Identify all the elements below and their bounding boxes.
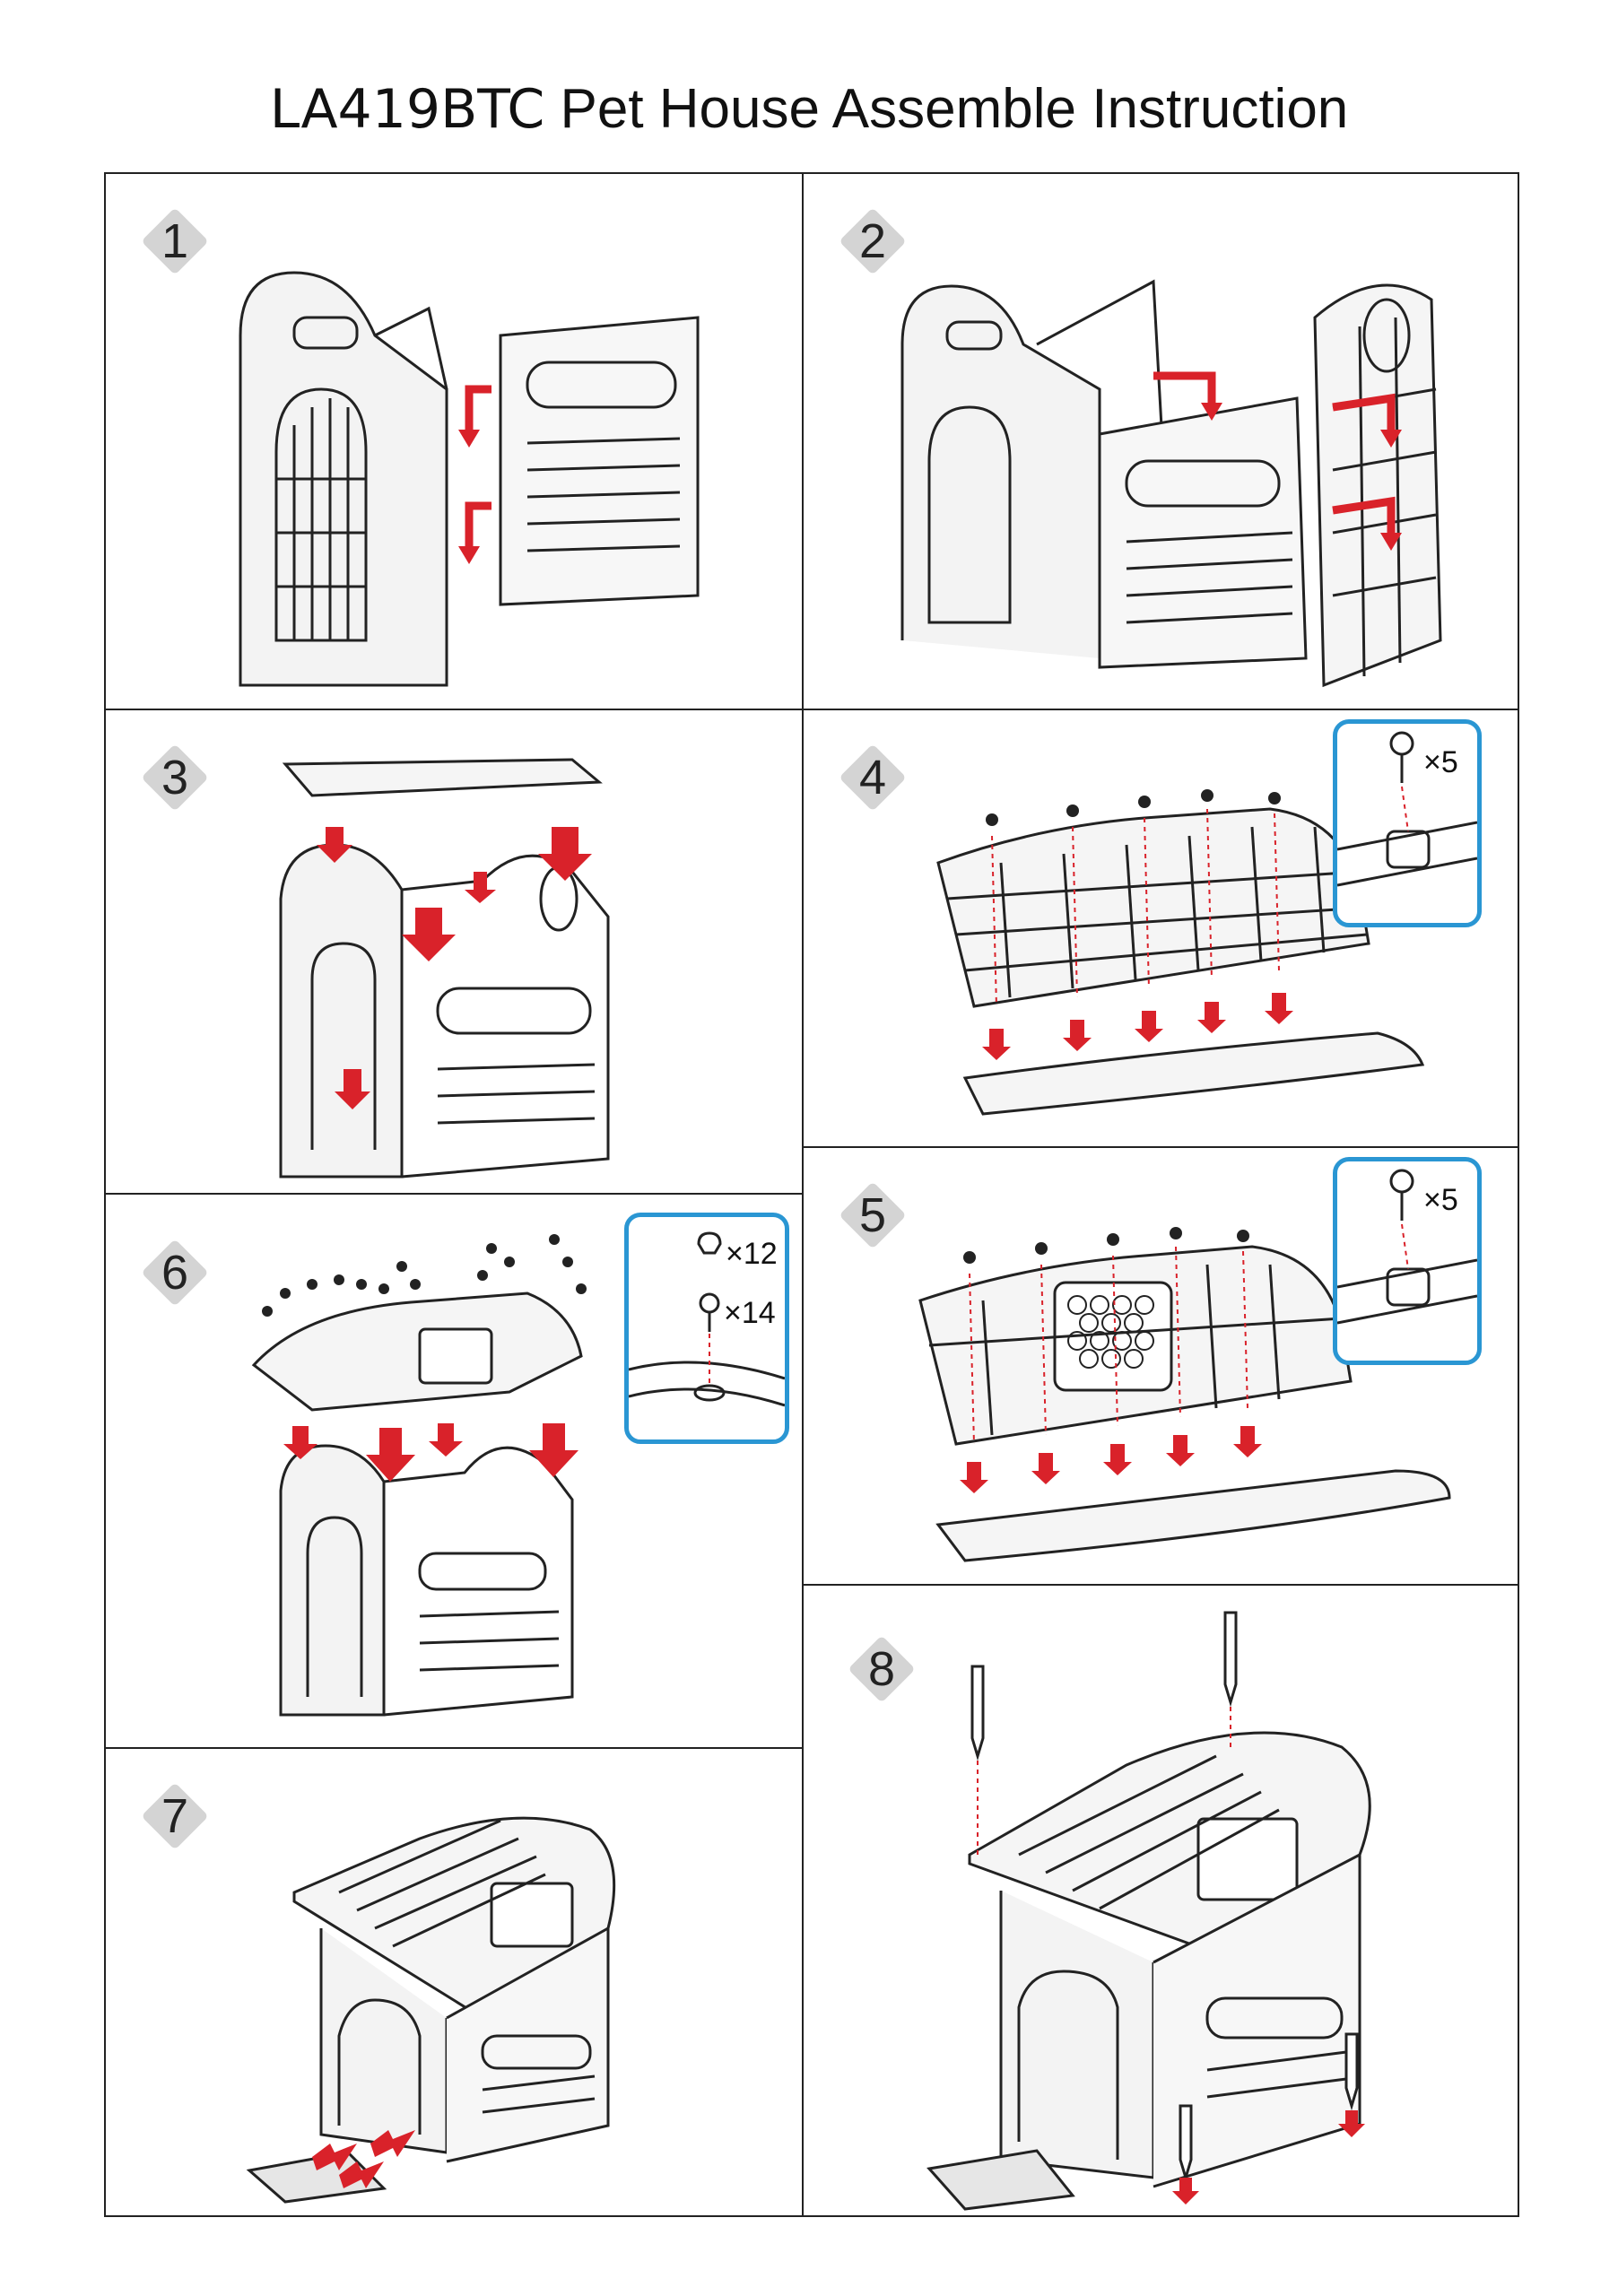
step-2-panel: 2 [802, 172, 1519, 710]
step-8-badge: 8 [848, 1635, 916, 1703]
step-5-badge: 5 [839, 1181, 907, 1249]
step-5-illustration [918, 1227, 1451, 1562]
step-6-parts-inset: ×12 ×14 [624, 1213, 789, 1444]
step-4-panel: 4 [802, 709, 1519, 1148]
step-6-badge: 6 [141, 1239, 209, 1307]
step-1-badge: 1 [141, 207, 209, 275]
step-4-illustration [936, 789, 1425, 1116]
step-6-illustration [251, 1234, 587, 1717]
step-8-illustration [926, 1611, 1371, 2211]
screw-qty: ×5 [1423, 745, 1458, 779]
step-4-badge: 4 [839, 744, 907, 812]
step-1-panel: 1 [104, 172, 804, 710]
model-number: LA419BTC [269, 78, 545, 141]
step-7-badge: 7 [141, 1782, 209, 1850]
instruction-grid: 1 [104, 172, 1519, 2217]
step-5-panel: 5 [802, 1146, 1519, 1586]
step-1-illustration [239, 271, 700, 687]
cap-qty: ×12 [726, 1237, 778, 1271]
step-8-panel: 8 [802, 1584, 1519, 2217]
step-4-parts-inset: ×5 [1333, 719, 1482, 927]
step-3-illustration [279, 758, 610, 1178]
step-3-panel: 3 [104, 709, 804, 1195]
step-2-badge: 2 [839, 207, 907, 275]
step-7-illustration [246, 1816, 616, 2204]
step-7-panel: 7 [104, 1747, 804, 2217]
title-text: Pet House Assemble Instruction [560, 78, 1349, 140]
page-title: LA419BTC Pet House Assemble Instruction [0, 74, 1618, 145]
step-5-parts-inset: ×5 [1333, 1157, 1482, 1365]
step-2-illustration [900, 279, 1442, 688]
step-3-badge: 3 [141, 744, 209, 812]
screw-qty: ×14 [724, 1296, 776, 1330]
step-6-panel: 6 [104, 1193, 804, 1749]
screw-qty: ×5 [1423, 1183, 1458, 1217]
